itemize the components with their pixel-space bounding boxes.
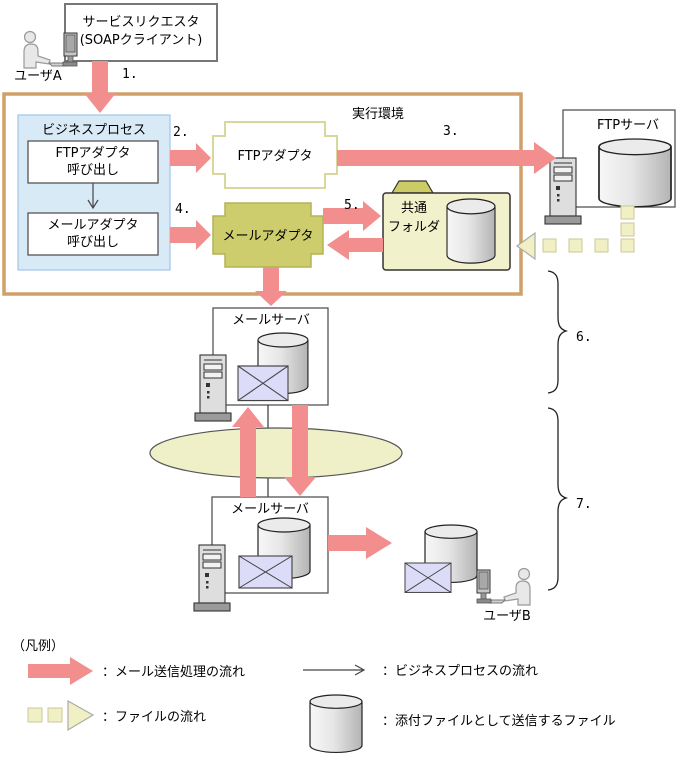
mail-server-lower-tower-pc-icon xyxy=(193,544,231,612)
shared-folder: 共通 フォルダ xyxy=(382,180,511,271)
ftp-adapter-call-line2: 呼び出し xyxy=(67,163,119,178)
ftp-server-tower-pc-icon xyxy=(544,157,582,225)
legend-file-flow-arrow-icon xyxy=(27,699,95,732)
network-ellipse xyxy=(149,427,403,479)
service-requester-line1: サービスリクエスタ xyxy=(82,15,199,30)
folder-tab xyxy=(390,180,435,194)
step-3-label: 3. xyxy=(443,124,459,139)
legend-attachment-label: ：添付ファイルとして送信するファイル xyxy=(382,714,616,729)
ftp-server: FTPサーバ xyxy=(544,109,676,225)
mail-server-upper-label: メールサーバ xyxy=(232,313,310,328)
flow-arrow-adapter-to-mailserver xyxy=(255,267,287,306)
user-b-icon xyxy=(476,567,531,606)
mail-server-upper: メールサーバ xyxy=(194,307,329,422)
mail-adapter-label: メールアダプタ xyxy=(222,229,313,244)
mail-adapter-box xyxy=(212,202,324,268)
step-6-brace xyxy=(547,270,569,394)
step-1-label: 1. xyxy=(122,67,138,82)
legend-attachment-cylinder-icon xyxy=(309,694,363,754)
flow-arrow-step3 xyxy=(337,142,556,174)
legend-title: （凡例） xyxy=(12,639,64,654)
shared-folder-line2: フォルダ xyxy=(388,220,440,235)
flow-arrow-to-user-b xyxy=(328,527,392,559)
user-b-envelope-icon xyxy=(404,562,452,593)
flow-arrow-folder-to-adapter xyxy=(327,230,383,260)
ftp-adapter-box xyxy=(212,121,338,189)
ftp-adapter-call-line1: FTPアダプタ xyxy=(55,146,130,161)
step-7-brace xyxy=(547,407,569,591)
execution-environment-label: 実行環境 xyxy=(352,106,404,122)
legend-mail-flow-arrow-icon xyxy=(28,657,93,685)
business-process-label: ビジネスプロセス xyxy=(42,123,146,138)
flow-arrow-network-up xyxy=(232,407,264,497)
legend-mail-flow-label: ：メール送信処理の流れ xyxy=(102,665,245,680)
legend-file-flow-label: ：ファイルの流れ xyxy=(102,710,206,725)
mail-adapter-call-line2: 呼び出し xyxy=(67,235,119,250)
service-requester-box xyxy=(64,3,218,62)
mail-server-lower-label: メールサーバ xyxy=(231,502,309,517)
flow-arrow-step5 xyxy=(323,201,381,231)
mail-server-upper-tower-pc-icon xyxy=(194,354,232,422)
legend-business-flow-arrow-icon xyxy=(303,664,366,676)
step-5-label: 5. xyxy=(344,198,360,213)
received-attachment xyxy=(404,524,478,593)
mail-adapter-call-box xyxy=(27,212,159,256)
step-7-label: 7. xyxy=(576,497,592,512)
flow-arrow-step1 xyxy=(84,61,116,113)
mail-server-lower-envelope-icon xyxy=(238,555,293,589)
shared-folder-file-cylinder-icon xyxy=(446,198,496,264)
legend: （凡例） ：メール送信処理の流れ ：ビジネスプロセスの流れ ：ファイルの流れ ：… xyxy=(12,639,616,754)
step-4-label: 4. xyxy=(175,202,191,217)
service-requester-line2: (SOAPクライアント) xyxy=(80,33,203,48)
ftp-adapter-call-box xyxy=(27,140,159,184)
step-2-label: 2. xyxy=(173,125,189,140)
flow-arrow-step4 xyxy=(170,220,211,250)
ftp-adapter-label: FTPアダプタ xyxy=(237,149,312,164)
step-6-label: 6. xyxy=(576,330,592,345)
user-a-icon xyxy=(23,30,78,69)
flow-arrow-network-down xyxy=(284,405,316,496)
file-flow-arrow xyxy=(515,205,635,261)
user-b-label: ユーザB xyxy=(483,609,531,624)
ftp-server-label: FTPサーバ xyxy=(597,118,659,133)
ftp-server-database-cylinder-icon xyxy=(598,138,672,208)
user-a-label: ユーザA xyxy=(14,69,62,84)
mail-server-lower: メールサーバ xyxy=(193,496,329,612)
mail-adapter-call-line1: メールアダプタ xyxy=(47,218,138,233)
flow-arrow-step2 xyxy=(170,143,211,173)
mail-server-upper-envelope-icon xyxy=(237,365,289,402)
business-process-flow-arrow xyxy=(87,183,99,210)
legend-business-flow-label: ：ビジネスプロセスの流れ xyxy=(382,664,538,679)
file-flow-arrowhead xyxy=(515,231,536,261)
shared-folder-line1: 共通 xyxy=(401,201,427,216)
